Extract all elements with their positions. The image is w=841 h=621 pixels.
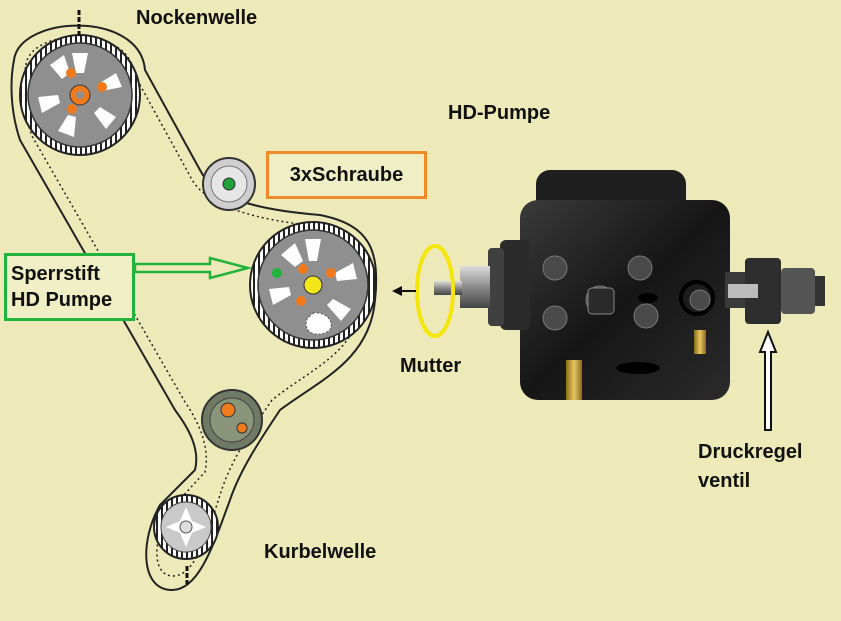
- hp-pump-illustration: [434, 170, 825, 400]
- pump-sprocket: [249, 221, 377, 349]
- nut-label: Mutter: [400, 355, 462, 377]
- lock-pin-label-line1: Sperrstift: [11, 263, 100, 285]
- lock-pin-callout-box: Sperrstift HD Pumpe: [4, 253, 135, 321]
- pressure-valve-arrow: [758, 329, 778, 431]
- pressure-valve-label-line2: ventil: [698, 470, 751, 492]
- lock-pin-arrow: [133, 256, 253, 280]
- lock-pin-label-line2: HD Pumpe: [11, 289, 113, 311]
- pressure-valve-label-line1: Druckregel: [698, 441, 803, 463]
- camshaft-sprocket: [19, 34, 141, 156]
- camshaft-label: Nockenwelle: [136, 7, 258, 29]
- screws-callout-box: 3xSchraube: [266, 151, 427, 199]
- nut-arrow: [392, 286, 416, 296]
- nut-highlight-ellipse: [415, 244, 455, 338]
- idler-pulley: [202, 157, 256, 211]
- crankshaft-label: Kurbelwelle: [264, 541, 377, 563]
- hp-pump-label: HD-Pumpe: [448, 102, 551, 124]
- crankshaft-sprocket: [153, 494, 219, 560]
- screws-label: 3xSchraube: [289, 164, 404, 186]
- lower-idler-pulley: [201, 389, 263, 451]
